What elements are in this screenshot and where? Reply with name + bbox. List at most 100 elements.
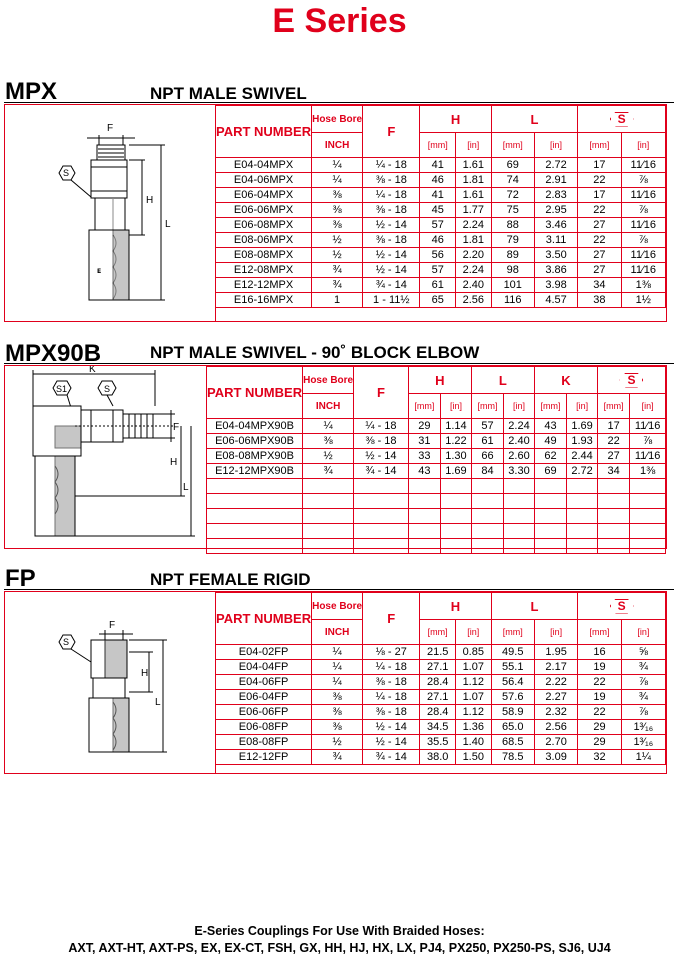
table-cell: ¾ - 14 [362,749,421,765]
part-number-cell: E04-04MPX [214,157,313,173]
empty-cell [205,493,304,509]
table-cell: 2.22 [533,674,579,690]
table-cell: 79 [490,232,535,248]
table-cell: 78.5 [490,749,535,765]
empty-table-row [205,538,666,554]
table-cell: 1½ [620,292,667,308]
table-cell: ¼ [311,644,364,660]
unit-mm: [mm] [577,619,622,645]
table-cell: 2.83 [533,187,579,203]
empty-cell [629,493,666,509]
empty-cell [205,538,304,554]
part-number-cell: E12-12MPX [214,277,313,293]
part-number-cell: E08-06MPX [214,232,313,248]
table-cell: 2.56 [455,292,492,308]
mpx90b-section: K S1 S F H L PART NUMBER Hose Bore F H L… [4,364,667,554]
part-number-cell: E06-08MPX [214,217,313,233]
table-cell: 1.50 [454,749,492,765]
unit-mm: [mm] [490,132,535,158]
table-cell: 2.40 [455,277,492,293]
part-number-cell: E12-12MPX90B [205,463,304,479]
table-cell: ½ - 14 [362,719,421,735]
table-cell: 17 [596,418,631,434]
hex-s-symbol: S [619,372,644,388]
table-cell: 65 [419,292,457,308]
table-cell: 19 [577,659,622,675]
table-cell: ⅜ [311,704,364,720]
unit-mm: [mm] [490,619,535,645]
table-cell: 57 [419,217,457,233]
mpx-spec-table: PART NUMBER Hose Bore F H L S INCH [mm] … [214,105,667,308]
section-code-fp: FP [5,565,36,592]
mpx-dim-l: L [165,219,171,230]
fp-spec-table: PART NUMBER Hose Bore F H L S INCH [mm] … [214,592,667,765]
table-cell: 27 [596,448,631,464]
col-header-inch: INCH [311,619,364,645]
section-desc-fp: NPT FEMALE RIGID [150,570,311,589]
table-cell: ½ - 14 [353,448,409,464]
table-cell: 1.14 [440,418,472,434]
table-cell: ¼ - 18 [362,659,421,675]
table-cell: ⅜ [311,202,364,218]
part-number-cell: E06-08FP [214,719,313,735]
table-cell: 3.11 [533,232,579,248]
empty-cell [596,508,631,524]
table-cell: 61 [470,433,505,449]
table-cell: 1.93 [566,433,598,449]
table-cell: 2.40 [503,433,535,449]
table-cell: 1.36 [454,719,492,735]
empty-cell [596,478,631,494]
part-number-cell: E08-08FP [214,734,313,750]
page-title: E Series [272,2,407,40]
mpx-section: F H L S ᴇ PART NUMBER Hose Bore F H L S … [4,104,667,322]
part-number-cell: E06-04FP [214,689,313,705]
table-cell: 3.09 [533,749,579,765]
table-cell: 41 [419,187,457,203]
table-cell: 46 [419,172,457,188]
unit-mm: [mm] [419,132,457,158]
table-cell: 56.4 [490,674,535,690]
mpx-dim-s: S [63,168,69,178]
table-cell: 84 [470,463,505,479]
table-cell: 22 [577,202,622,218]
table-cell: 49.5 [490,644,535,660]
table-cell: 2.44 [566,448,598,464]
empty-cell [407,538,442,554]
table-cell: ⅜ - 18 [362,232,421,248]
table-cell: 1 [311,292,364,308]
unit-in: [in] [503,393,535,419]
empty-table-row [205,523,666,539]
table-cell: ⅝ [620,644,667,660]
table-cell: ¾ [620,689,667,705]
table-cell: 3.46 [533,217,579,233]
empty-cell [302,493,355,509]
table-cell: 2.56 [533,719,579,735]
table-cell: 88 [490,217,535,233]
empty-cell [353,478,409,494]
unit-mm: [mm] [407,393,442,419]
table-cell: ⅜ [311,217,364,233]
empty-cell [533,493,568,509]
table-cell: 11⁄16 [629,418,666,434]
empty-cell [302,478,355,494]
table-cell: 1 - 11½ [362,292,421,308]
table-cell: 41 [419,157,457,173]
table-cell: 69 [533,463,568,479]
empty-cell [353,508,409,524]
table-cell: ½ [311,247,364,263]
table-cell: 22 [577,232,622,248]
table-cell: ⅜ [311,187,364,203]
table-cell: 1.61 [455,187,492,203]
empty-cell [533,523,568,539]
empty-cell [566,538,598,554]
table-cell: 38.0 [419,749,456,765]
empty-cell [629,478,666,494]
table-cell: 2.72 [533,157,579,173]
